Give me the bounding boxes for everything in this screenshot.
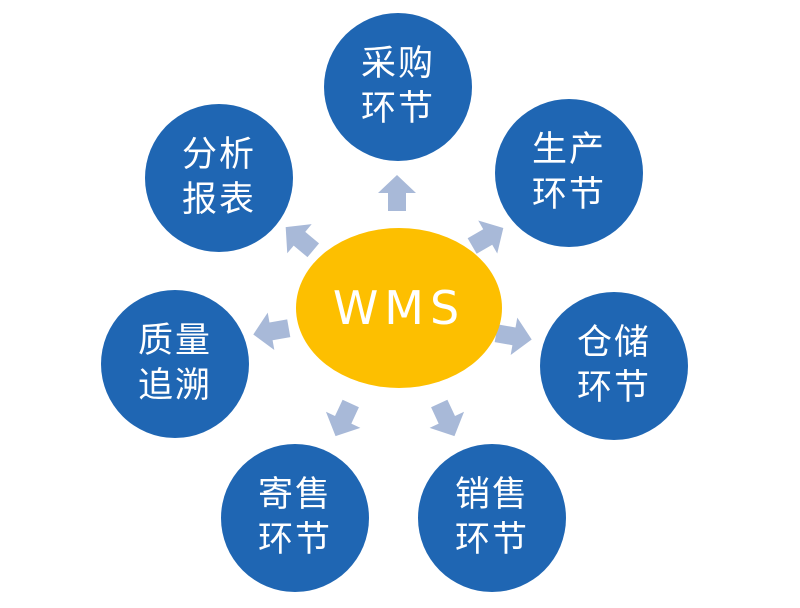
node-warehouse-line2: 环节 bbox=[576, 368, 651, 408]
node-report: 分析 报表 bbox=[145, 104, 293, 252]
arrow-to-consignment bbox=[318, 395, 368, 445]
node-production-line1: 生产 bbox=[531, 130, 606, 170]
node-sales-line1: 销售 bbox=[454, 475, 529, 515]
center-node-wms: WMS bbox=[296, 228, 502, 388]
node-consignment-line1: 寄售 bbox=[257, 475, 332, 515]
node-purchase-line1: 采购 bbox=[360, 44, 435, 84]
arrow-to-quality bbox=[250, 309, 293, 354]
node-production-line2: 环节 bbox=[531, 175, 606, 215]
node-purchase-line2: 环节 bbox=[360, 89, 435, 129]
node-purchase: 采购 环节 bbox=[324, 13, 472, 161]
node-sales-line2: 环节 bbox=[454, 520, 529, 560]
node-quality-line2: 追溯 bbox=[137, 366, 212, 406]
center-label: WMS bbox=[332, 281, 466, 335]
node-report-line1: 分析 bbox=[181, 135, 256, 175]
arrow-to-sales bbox=[422, 395, 472, 445]
node-consignment-line2: 环节 bbox=[257, 520, 332, 560]
node-production: 生产 环节 bbox=[495, 99, 643, 247]
node-quality: 质量 追溯 bbox=[101, 290, 249, 438]
node-quality-line1: 质量 bbox=[137, 321, 212, 361]
node-warehouse-line1: 仓储 bbox=[576, 323, 651, 363]
node-sales: 销售 环节 bbox=[418, 444, 566, 592]
node-warehouse: 仓储 环节 bbox=[540, 292, 688, 440]
node-consignment: 寄售 环节 bbox=[221, 444, 369, 592]
node-report-line2: 报表 bbox=[181, 180, 256, 220]
arrow-to-purchase bbox=[378, 175, 416, 211]
